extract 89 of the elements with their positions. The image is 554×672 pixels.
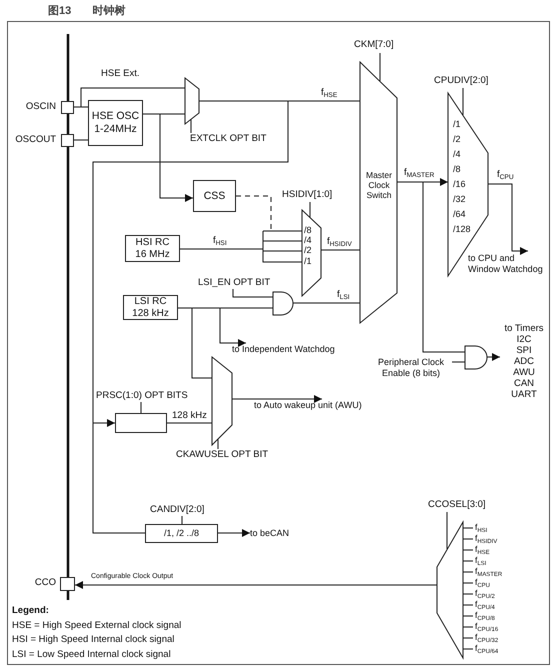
divider-label: f$_{LSI}$ bbox=[475, 556, 486, 564]
divider-label: /128 bbox=[453, 225, 471, 234]
enable-label: Peripheral Clock Enable (8 bits) bbox=[370, 355, 452, 381]
destination-label: to CPU and Window Watchdog bbox=[468, 251, 544, 277]
destination-label: SPI bbox=[515, 344, 533, 356]
arrow bbox=[218, 529, 250, 537]
signal-label: LSI_EN OPT BIT bbox=[198, 278, 272, 288]
oscillator-box: LSI RC 128 kHz bbox=[123, 295, 178, 320]
divider-label: /1 bbox=[304, 257, 312, 266]
connector bbox=[292, 302, 360, 304]
pin-square bbox=[60, 577, 75, 591]
oscillator-box: HSI RC 16 MHz bbox=[125, 235, 180, 262]
divider-label: f$_{CPU/64}$ bbox=[475, 644, 498, 652]
signal-label: OSCIN bbox=[24, 102, 56, 112]
edge-label: f$_{HSE}$ bbox=[320, 88, 338, 98]
destination-label: CAN bbox=[512, 378, 536, 388]
destination-label: UART bbox=[510, 388, 538, 400]
edge-label: f$_{HSIDIV}$ bbox=[326, 237, 353, 248]
arrow bbox=[142, 114, 194, 202]
connector bbox=[74, 88, 186, 108]
legend-text: HSI = High Speed Internal clock signal bbox=[12, 635, 174, 646]
arrow bbox=[74, 581, 438, 589]
legend-heading: Legend: bbox=[12, 606, 49, 616]
signal-label: CPUDIV[2:0] bbox=[434, 76, 490, 86]
legend-text: HSE = High Speed External clock signal bbox=[12, 620, 182, 631]
arrow bbox=[232, 395, 322, 403]
signal-label: EXTCLK OPT BIT bbox=[190, 134, 268, 144]
and-gate bbox=[465, 346, 487, 369]
edge-label: HSE Ext. bbox=[100, 69, 141, 80]
oscillator-box: HSE OSC 1-24MHz bbox=[88, 100, 143, 146]
divider-label: /2 bbox=[304, 246, 312, 255]
pin-square bbox=[61, 101, 74, 114]
divider-label: f$_{CPU/4}$ bbox=[475, 600, 495, 608]
arrow bbox=[488, 184, 528, 255]
destination-label: ADC bbox=[512, 356, 536, 366]
destination-label: to Timers bbox=[504, 322, 544, 334]
multiplexer bbox=[185, 78, 199, 124]
signal-label: CCO bbox=[34, 578, 56, 588]
multiplexer bbox=[212, 357, 232, 445]
divider-label: f$_{CPU/32}$ bbox=[475, 633, 498, 642]
connector bbox=[178, 308, 212, 378]
divider-label: /4 bbox=[453, 150, 461, 159]
divider-label: /64 bbox=[453, 210, 466, 219]
divider-label: f$_{CPU/8}$ bbox=[475, 611, 495, 620]
figure-title: 图13 时钟树 bbox=[48, 4, 126, 18]
prescaler-box bbox=[115, 413, 167, 433]
signal-label: HSIDIV[1:0] bbox=[282, 190, 334, 200]
divider-label: f$_{HSE}$ bbox=[475, 545, 490, 554]
destination-label: to beCAN bbox=[250, 527, 302, 540]
divider-multiplexer bbox=[302, 210, 321, 296]
divider-label: /16 bbox=[453, 180, 466, 189]
edge-label: f$_{CPU}$ bbox=[496, 170, 515, 180]
clock-switch bbox=[360, 62, 397, 323]
signal-label: PRSC(1:0) OPT BITS bbox=[96, 391, 189, 402]
switch-label: Master Clock Switch bbox=[365, 170, 393, 201]
edge-label: 128 kHz bbox=[171, 411, 208, 422]
signal-label: CKAWUSEL OPT BIT bbox=[176, 450, 270, 460]
divider-label: /4 bbox=[304, 236, 312, 245]
divider-label: f$_{HSIDIV}$ bbox=[475, 534, 498, 542]
signal-label: CKM[7:0] bbox=[354, 40, 395, 50]
edge-label: f$_{HSI}$ bbox=[212, 236, 228, 246]
divider-label: /8 bbox=[453, 165, 461, 174]
divider-label: f$_{CPU}$ bbox=[475, 578, 490, 586]
signal-label: OSCOUT bbox=[14, 135, 56, 146]
divider-label: f$_{HSI}$ bbox=[475, 523, 488, 532]
connector bbox=[92, 100, 288, 534]
divider-label: f$_{MASTER}$ bbox=[475, 567, 502, 576]
divider-label: f$_{CPU/2}$ bbox=[475, 589, 495, 598]
signal-label: CCOSEL[3:0] bbox=[428, 500, 487, 510]
signal-label: CANDIV[2:0] bbox=[150, 505, 206, 516]
css-box: CSS bbox=[193, 180, 236, 212]
divider-label: /32 bbox=[453, 195, 466, 204]
and-gate bbox=[273, 292, 293, 315]
destination-label: I2C bbox=[516, 334, 532, 344]
connector bbox=[396, 182, 466, 352]
destination-label: AWU bbox=[512, 366, 536, 378]
divider-label: f$_{CPU/16}$ bbox=[475, 622, 498, 630]
connector bbox=[166, 422, 212, 424]
arrow bbox=[486, 353, 500, 361]
edge-label: f$_{MASTER}$ bbox=[403, 168, 436, 178]
edge-label: f$_{LSI}$ bbox=[336, 290, 351, 300]
divider-label: /1 bbox=[453, 120, 461, 129]
destination-label: to Auto wakeup unit (AWU) bbox=[254, 399, 388, 412]
legend-text: LSI = Low Speed Internal clock signal bbox=[12, 650, 171, 660]
pin-square bbox=[61, 134, 74, 147]
destination-label: to Independent Watchdog bbox=[232, 343, 344, 356]
divider-label: /8 bbox=[304, 226, 312, 235]
connector bbox=[180, 230, 302, 262]
divider-label: /2 bbox=[453, 135, 461, 144]
